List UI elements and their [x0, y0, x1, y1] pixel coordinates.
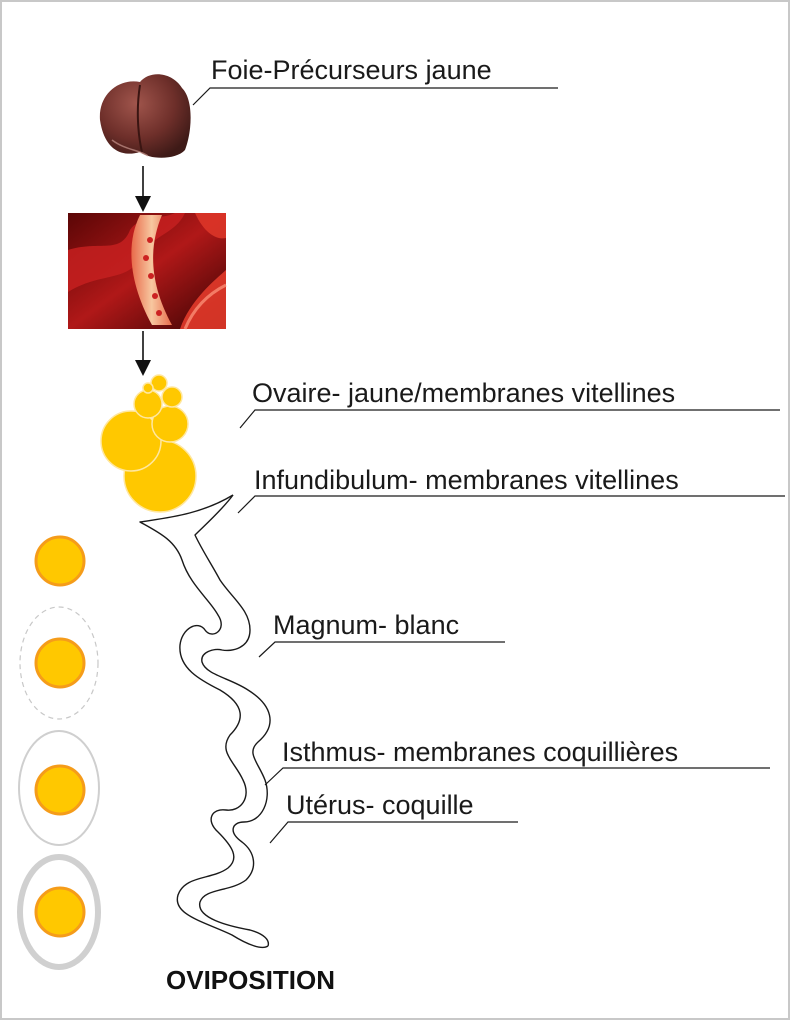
- label-ovary: Ovaire- jaune/membranes vitellines: [252, 380, 675, 407]
- egg-stage-yolk: [36, 537, 84, 585]
- oviduct-tube: [140, 495, 270, 947]
- label-uterus: Utérus- coquille: [286, 792, 474, 819]
- egg-stage-shell: [20, 857, 98, 967]
- ovary-follicles: [101, 375, 196, 512]
- label-infundibulum: Infundibulum- membranes vitellines: [254, 467, 679, 494]
- liver-image: [100, 74, 191, 157]
- egg-stages: [19, 537, 99, 967]
- label-isthmus: Isthmus- membranes coquillières: [282, 739, 678, 766]
- blood-vessel-image: [68, 213, 226, 329]
- label-liver: Foie-Précurseurs jaune: [211, 57, 492, 84]
- egg-stage-albumen: [20, 607, 98, 719]
- egg-stage-membranes: [19, 731, 99, 845]
- label-magnum: Magnum- blanc: [273, 612, 459, 639]
- label-oviposition: OVIPOSITION: [166, 967, 335, 993]
